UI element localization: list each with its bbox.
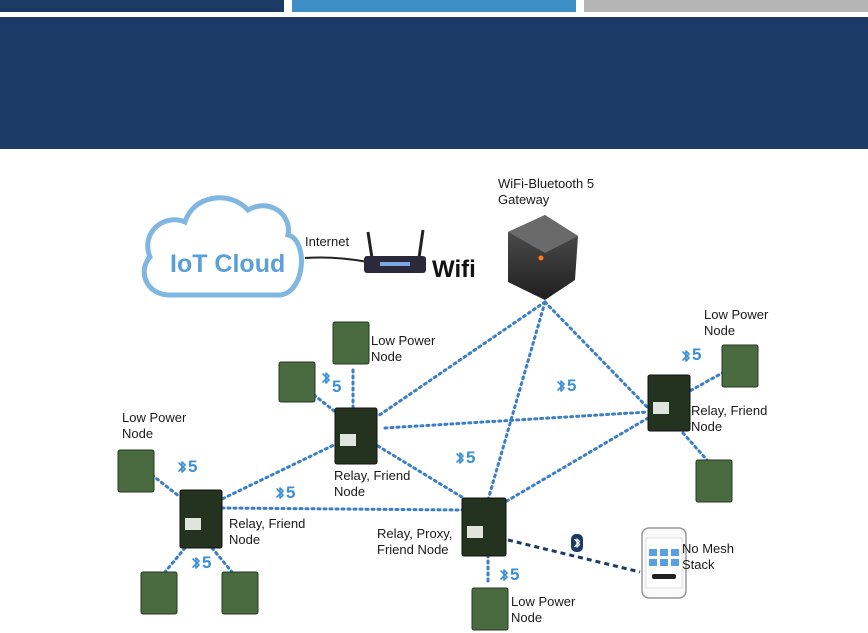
bt5-lp-left: 5 — [188, 457, 198, 476]
router-icon — [364, 229, 426, 273]
title-banner — [0, 17, 868, 149]
wifi-label: Wifi — [432, 256, 476, 283]
bluetooth-icon-lp-right — [682, 350, 690, 362]
bluetooth-icon-left-proxy — [276, 487, 284, 499]
mesh-network-diagram — [117, 195, 759, 631]
bluetooth-icon-proxy-phone — [571, 534, 583, 552]
relay-left-label: Relay, Friend Node — [229, 516, 306, 547]
link-center-left — [218, 441, 340, 502]
bt5-gateway-right: 5 — [567, 376, 577, 395]
lp-module-bottom — [471, 587, 509, 631]
lp-modules — [117, 321, 759, 631]
low-power-left-label: Low Power Node — [122, 410, 187, 441]
relay-right-label: Relay, Friend Node — [691, 403, 768, 434]
relay-center-label: Relay, Friend Node — [334, 468, 411, 499]
link-left-proxy — [220, 506, 464, 512]
header-bar-gray — [584, 0, 868, 12]
bt5-lp-right: 5 — [692, 345, 702, 364]
link-left-lp-top — [150, 473, 182, 499]
relay-proxy-label: Relay, Proxy, Friend Node — [377, 526, 453, 557]
bluetooth-icon-gateway-right — [557, 380, 565, 392]
link-right-lp-bottom — [681, 431, 709, 462]
link-gateway-relay-right — [543, 300, 650, 410]
low-power-right-label: Low Power Node — [704, 307, 769, 338]
internet-label: Internet — [305, 234, 350, 249]
lp-module-left-bl — [140, 571, 178, 615]
lp-module-left-br — [221, 571, 259, 615]
bluetooth-icon-left-bottom — [192, 557, 200, 569]
link-center-proxy — [376, 444, 472, 504]
gateway-label: WiFi-Bluetooth 5 Gateway — [498, 176, 595, 207]
internet-cable — [304, 256, 369, 263]
header-bar-dark — [0, 0, 284, 12]
link-left-lp-br — [210, 546, 234, 574]
gateway-icon — [508, 215, 578, 300]
bluetooth-icon-proxy-bottom — [500, 569, 508, 581]
low-power-top-label: Low Power Node — [371, 333, 436, 364]
cloud-icon — [141, 195, 304, 298]
lp-module-right-bottom — [695, 459, 733, 503]
bluetooth-icon-center-proxy — [456, 452, 464, 464]
phone-label: No Mesh Stack — [682, 541, 735, 572]
link-left-lp-bl — [163, 546, 187, 574]
lp-module-right-top — [721, 344, 759, 388]
lp-module-top — [332, 321, 370, 365]
bt5-lp-top: 5 — [332, 377, 342, 396]
link-right-proxy — [498, 416, 650, 507]
bt5-left-proxy: 5 — [286, 483, 296, 502]
lp-module-left-top — [117, 449, 155, 493]
relay-module-proxy — [461, 497, 507, 557]
link-gateway-relay-proxy — [486, 300, 547, 502]
bt5-left-bottom: 5 — [202, 553, 212, 572]
lp-module-center-left — [278, 361, 316, 403]
low-power-bottom-label: Low Power Node — [511, 594, 576, 625]
bt5-center-proxy: 5 — [466, 448, 476, 467]
bluetooth-icon-lp-left — [178, 461, 186, 473]
bluetooth-icon-lp-top — [322, 372, 330, 384]
header-bar-blue — [292, 0, 576, 12]
link-proxy-phone — [507, 538, 641, 574]
link-center-lp-left — [312, 393, 340, 416]
link-center-right — [383, 410, 650, 430]
phone-icon — [641, 527, 687, 599]
link-right-lp-top — [686, 370, 726, 394]
cloud-label: IoT Cloud — [170, 250, 286, 278]
link-gateway-relay-center — [376, 300, 547, 418]
bt5-proxy-bottom: 5 — [510, 565, 520, 584]
